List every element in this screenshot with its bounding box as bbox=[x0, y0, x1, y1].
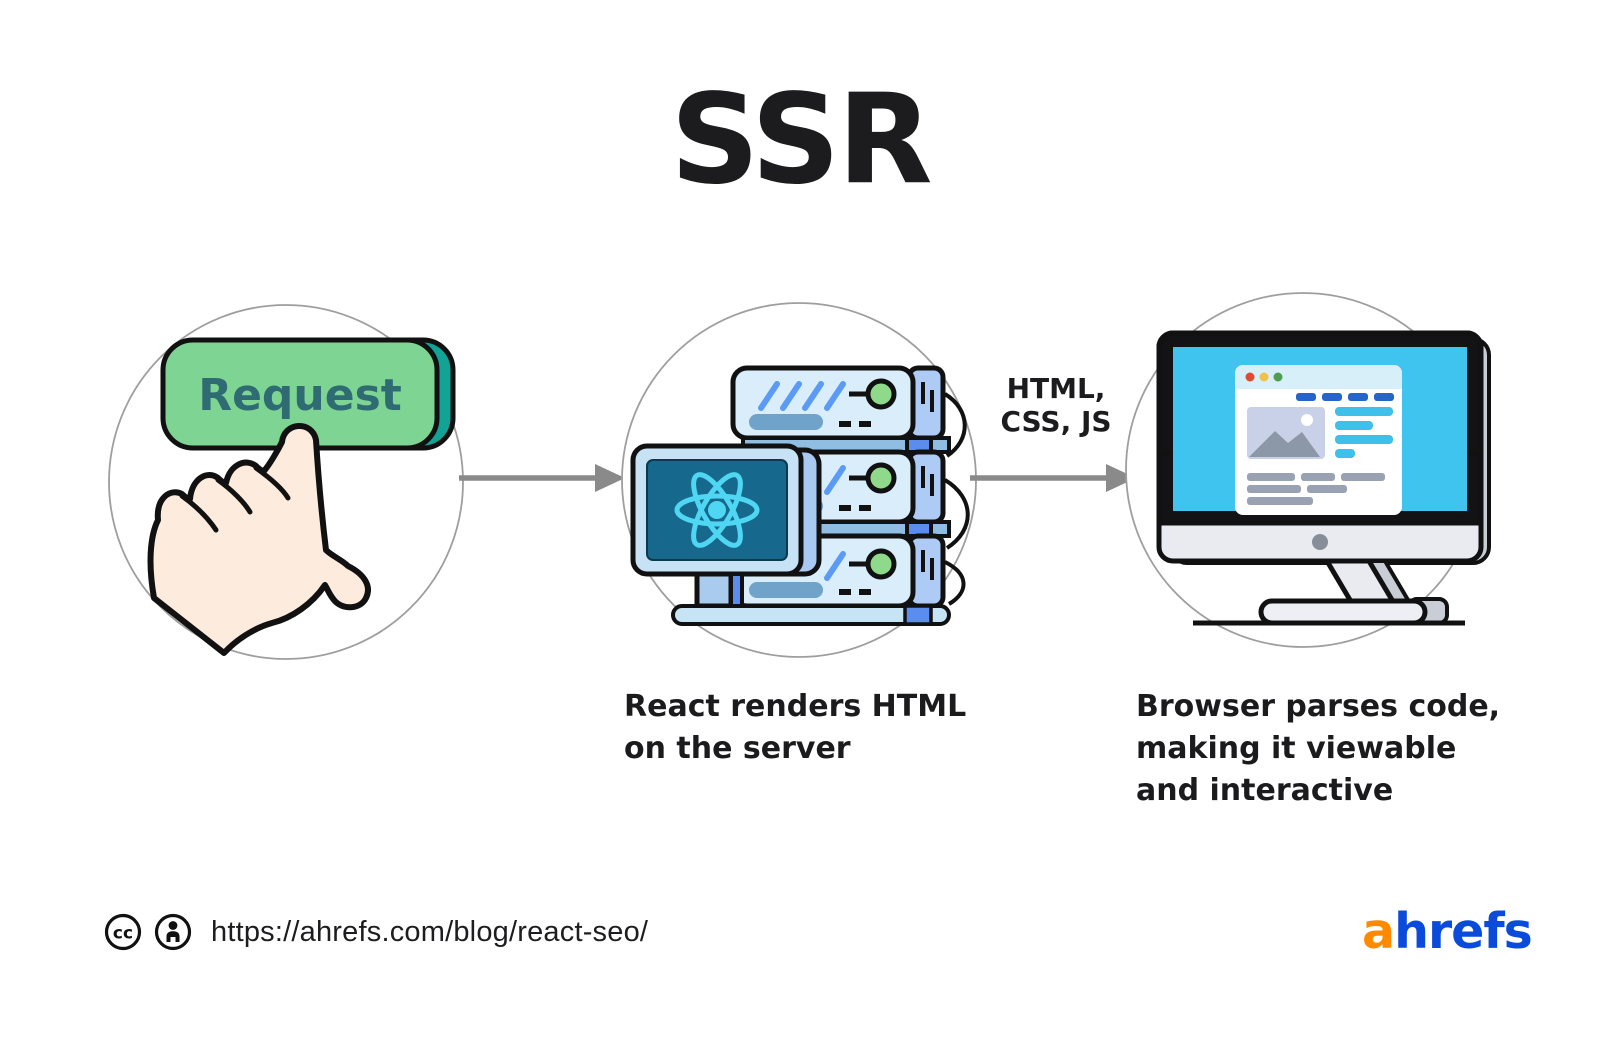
react-monitor-icon bbox=[630, 443, 951, 626]
browser-caption-line1: Browser parses code, bbox=[1136, 689, 1501, 724]
browser-caption: Browser parses code, making it viewable … bbox=[1136, 686, 1500, 812]
hand-pointer-icon bbox=[147, 423, 371, 656]
request-step-illustration: Request bbox=[108, 304, 464, 660]
imac-monitor-icon bbox=[1156, 330, 1491, 626]
arrow-label-line1: HTML, bbox=[1006, 372, 1106, 405]
ahrefs-logo: ahrefs bbox=[1362, 907, 1533, 956]
arrow-label: HTML, CSS, JS bbox=[966, 372, 1146, 438]
browser-step-illustration bbox=[1125, 292, 1491, 648]
imac-camera-dot bbox=[1312, 534, 1328, 550]
text-lines-gray bbox=[1247, 473, 1385, 505]
browser-titlebar bbox=[1235, 365, 1402, 389]
image-placeholder-icon bbox=[1247, 407, 1325, 459]
server-caption-line1: React renders HTML bbox=[624, 689, 967, 724]
cc-glyph: cc bbox=[113, 924, 133, 944]
license-attribution: cc https://ahrefs.com/blog/react-seo/ bbox=[103, 912, 648, 952]
browser-window bbox=[1235, 365, 1402, 515]
text-lines-cyan bbox=[1335, 407, 1393, 458]
page-title: SSR bbox=[670, 68, 933, 212]
request-button-icon: Request bbox=[160, 337, 456, 451]
server-caption: React renders HTML on the server bbox=[624, 686, 966, 770]
server-cable bbox=[944, 560, 966, 606]
minimize-dot-icon bbox=[1259, 372, 1269, 382]
maximize-dot-icon bbox=[1273, 372, 1283, 382]
arrow-request-to-server bbox=[459, 464, 625, 492]
attribution-person-icon bbox=[154, 913, 192, 951]
server-caption-line2: on the server bbox=[624, 731, 851, 766]
request-button-label: Request bbox=[198, 370, 402, 421]
react-logo-icon bbox=[674, 472, 760, 548]
server-step-illustration bbox=[621, 302, 977, 658]
source-url: https://ahrefs.com/blog/react-seo/ bbox=[211, 915, 649, 948]
browser-caption-line2: making it viewable bbox=[1136, 731, 1457, 766]
server-cable bbox=[943, 392, 967, 458]
close-dot-icon bbox=[1245, 372, 1255, 382]
browser-caption-line3: and interactive bbox=[1136, 773, 1394, 808]
server-cable bbox=[943, 478, 970, 550]
arrow-server-to-browser bbox=[970, 464, 1136, 492]
creative-commons-icon: cc bbox=[104, 913, 142, 951]
ahrefs-logo-hrefs: hrefs bbox=[1394, 903, 1533, 960]
nav-menu-dashes bbox=[1296, 393, 1394, 401]
arrow-label-line2: CSS, JS bbox=[1000, 405, 1112, 438]
ahrefs-logo-a: a bbox=[1362, 903, 1395, 960]
